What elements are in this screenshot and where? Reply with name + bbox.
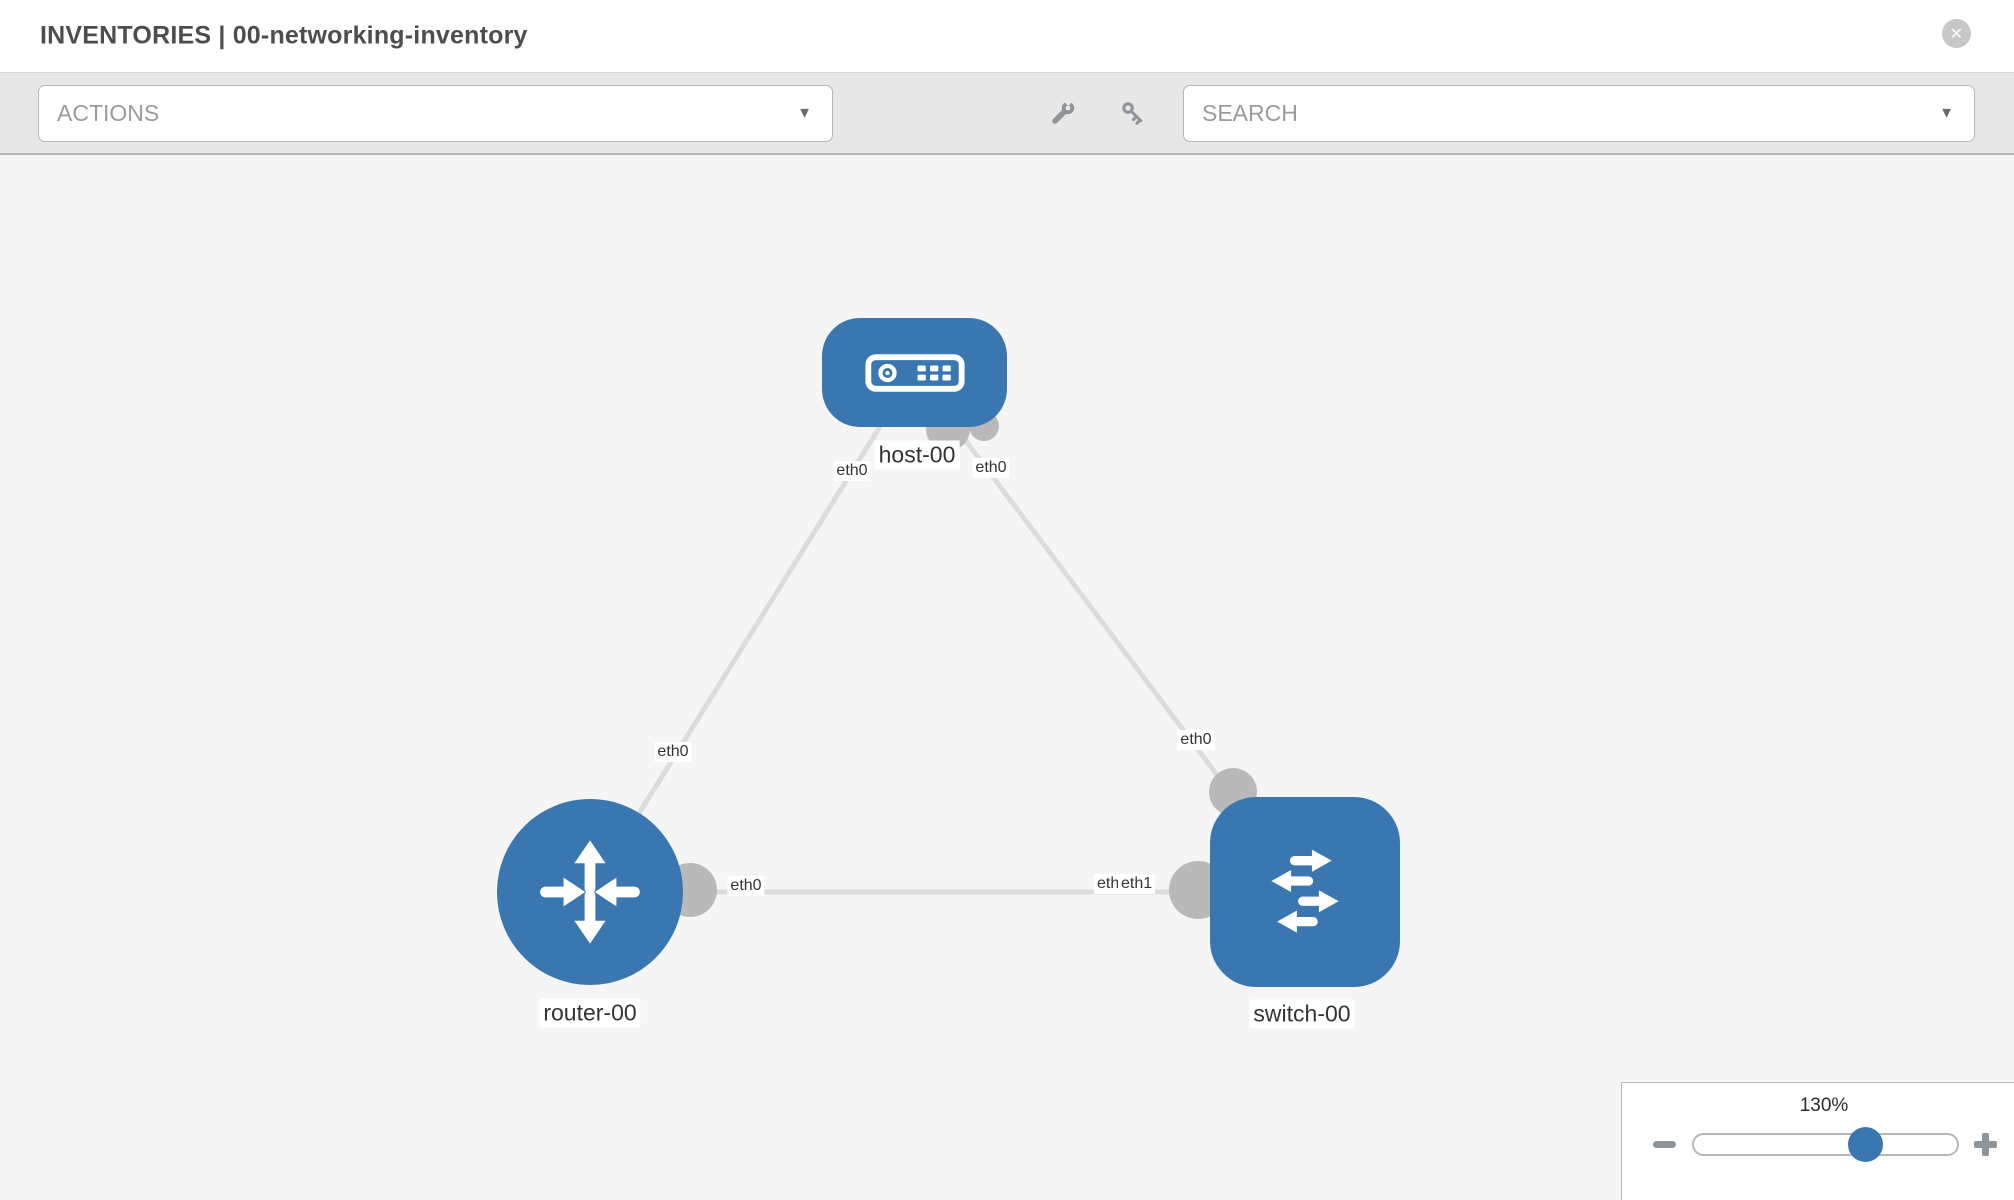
key-icon[interactable]	[1119, 99, 1147, 127]
zoom-slider-handle[interactable]	[1848, 1127, 1883, 1162]
toolbar: ACTIONS ▼ SEARCH ▼	[0, 72, 2014, 155]
minus-icon[interactable]	[1653, 1141, 1676, 1148]
chevron-down-icon: ▼	[1939, 104, 1954, 122]
node-switch-00[interactable]	[1210, 797, 1400, 987]
node-router-00[interactable]	[497, 799, 683, 985]
interface-label-eth0: eth0	[654, 742, 692, 762]
router-icon	[540, 840, 640, 944]
search-dropdown[interactable]: SEARCH ▼	[1183, 84, 1975, 142]
wrench-handle	[1052, 109, 1067, 124]
key-tooth	[1131, 115, 1139, 122]
zoom-level-text: 130%	[1799, 1095, 1849, 1116]
close-glyph: ✕	[1949, 25, 1964, 43]
wrench-notch	[1063, 99, 1075, 106]
zoom-panel: 130%	[1621, 1082, 2014, 1200]
search-dropdown-label: SEARCH	[1202, 99, 1298, 126]
node-label-switch: switch-00	[1249, 999, 1355, 1029]
plus-icon[interactable]	[1974, 1133, 1997, 1156]
zoom-slider[interactable]	[1692, 1127, 1959, 1162]
wrench-hole	[1065, 105, 1071, 111]
interface-label-eth0: eth0	[727, 876, 765, 896]
interface-label-eth0: eth0	[833, 461, 871, 481]
wrench-icon[interactable]	[1049, 99, 1077, 127]
link-host-router	[587, 370, 917, 894]
links-layer	[587, 370, 1307, 919]
interface-label-eth0: eth0	[1177, 730, 1215, 750]
node-label-router: router-00	[539, 998, 641, 1028]
actions-dropdown-label: ACTIONS	[57, 99, 160, 126]
close-icon[interactable]: ✕	[1942, 19, 1971, 48]
node-label-host: host-00	[874, 440, 960, 470]
key-tooth	[1135, 118, 1142, 125]
chevron-down-icon: ▼	[797, 104, 812, 122]
interface-label-eth1: eth1	[1118, 874, 1156, 894]
actions-dropdown[interactable]: ACTIONS ▼	[38, 84, 833, 142]
interface-label-eth0: eth0	[972, 458, 1010, 478]
topology-canvas[interactable]: host-00 router-00 switch-00 eth0 eth0 et…	[0, 155, 2014, 1200]
interface-label-eth0-clipped: eth0	[1094, 874, 1119, 894]
header-bar: INVENTORIES | 00-networking-inventory ✕	[0, 0, 2014, 72]
switch-icon	[1271, 849, 1339, 933]
host-icon	[864, 353, 965, 392]
node-host-00[interactable]	[822, 318, 1007, 427]
page-title: INVENTORIES | 00-networking-inventory	[40, 21, 528, 50]
